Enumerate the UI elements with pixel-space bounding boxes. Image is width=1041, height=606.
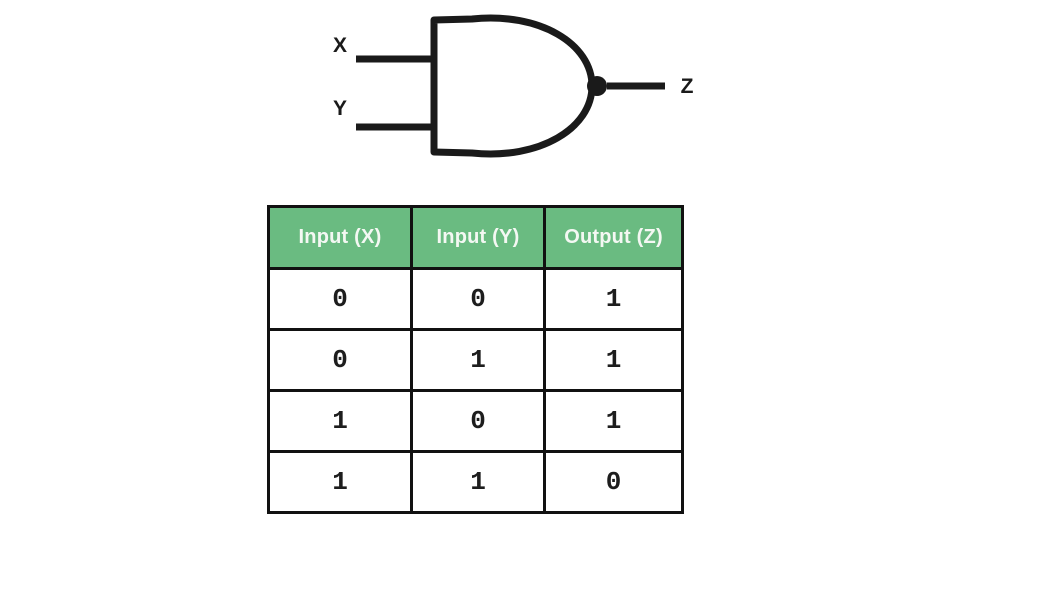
cell-r3-z: 1 [543, 389, 684, 453]
cell-r1-y: 0 [410, 267, 546, 331]
cell-r2-x: 0 [267, 328, 413, 392]
input-label-x: X [333, 34, 347, 57]
inversion-bubble-icon [587, 76, 607, 96]
truth-table-row: 0 0 1 [267, 267, 684, 331]
cell-r4-y: 1 [410, 450, 546, 514]
cell-r4-z: 0 [543, 450, 684, 514]
input-label-y: Y [333, 97, 347, 120]
nand-gate-diagram: X Y Z [333, 14, 694, 158]
cell-r3-y: 0 [410, 389, 546, 453]
column-header-input-y: Input (Y) [410, 205, 546, 270]
column-header-input-x: Input (X) [267, 205, 413, 270]
cell-r2-y: 1 [410, 328, 546, 392]
truth-table-row: 0 1 1 [267, 328, 684, 392]
column-header-output-z: Output (Z) [543, 205, 684, 270]
nand-gate-body [430, 14, 596, 158]
truth-table-row: 1 0 1 [267, 389, 684, 453]
cell-r3-x: 1 [267, 389, 413, 453]
output-label-z: Z [681, 75, 694, 98]
truth-table-header-row: Input (X) Input (Y) Output (Z) [267, 205, 684, 270]
cell-r2-z: 1 [543, 328, 684, 392]
truth-table-row: 1 1 0 [267, 450, 684, 514]
cell-r1-x: 0 [267, 267, 413, 331]
cell-r1-z: 1 [543, 267, 684, 331]
truth-table: Input (X) Input (Y) Output (Z) 0 0 1 0 1… [267, 205, 684, 514]
cell-r4-x: 1 [267, 450, 413, 514]
